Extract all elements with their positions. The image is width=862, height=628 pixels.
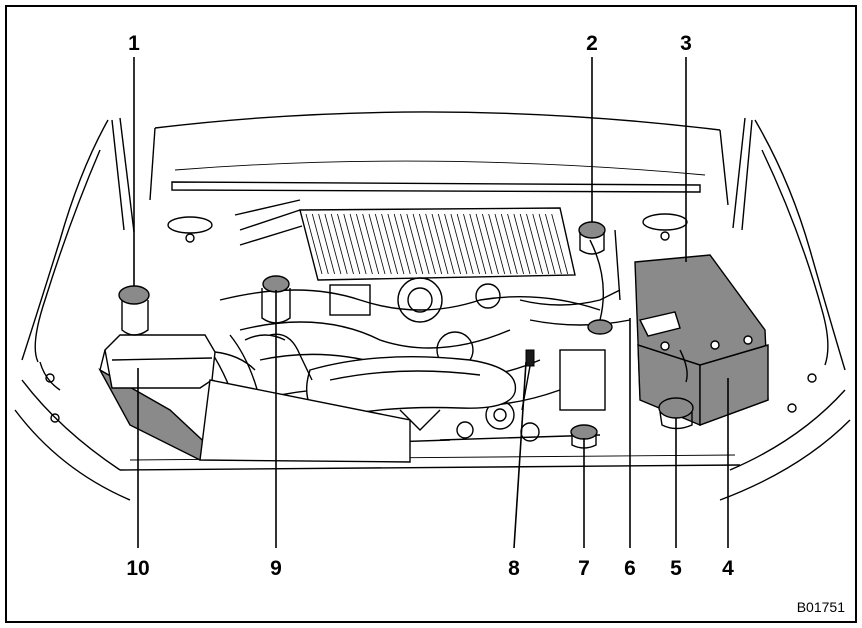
callout-2: 2 [586,32,598,55]
callout-6: 6 [624,557,636,580]
intercooler-fin [374,213,392,275]
callout-10: 10 [126,557,149,580]
intercooler-fin [387,213,405,275]
intercooler-fin [311,213,329,275]
intercooler-fin [500,213,518,275]
intercooler-fin [343,213,361,275]
intercooler-fin [545,213,562,275]
intercooler-fin [337,213,354,275]
intercooler-fin [406,213,424,275]
intercooler-fin [431,213,449,275]
intercooler-fin [437,213,455,275]
intercooler-fin [444,213,461,275]
intercooler-fin [419,213,436,275]
intercooler-fin [368,213,386,275]
intercooler-fin [456,213,474,275]
dipstick-8 [521,349,535,411]
vehicle-body [14,111,851,501]
intercooler-fin [538,213,556,275]
intercooler-fin [412,213,430,275]
cap-7 [570,424,598,449]
figure-code: B01751 [797,599,845,615]
cap-2 [578,221,606,255]
intercooler-fin [469,213,487,275]
intercooler-fin [400,213,417,275]
intercooler-fin [482,213,499,275]
intercooler [234,199,576,281]
callout-4: 4 [722,557,734,580]
intercooler-fin [318,213,335,275]
battery [634,254,769,427]
intercooler-fin [463,213,480,275]
callout-5: 5 [670,557,682,580]
intercooler-fin [349,213,367,275]
air-cleaner-box [98,334,411,463]
intercooler-fin [330,213,348,275]
intercooler-fin [488,213,506,275]
cap-1 [118,285,150,336]
intercooler-fin [532,213,550,275]
intercooler-fin [393,213,411,275]
intercooler-fin [305,213,323,275]
intercooler-fin [356,213,373,275]
callout-1: 1 [128,32,140,55]
callout-3: 3 [680,32,692,55]
intercooler-fin [324,213,342,275]
intercooler-fin [507,213,524,275]
figure-frame [5,5,857,623]
intercooler-fin [381,213,398,275]
intercooler-fin [513,213,531,275]
intercooler-fin [551,213,569,275]
callout-9: 9 [270,557,282,580]
callout-labels: 1 2 3 4 5 6 7 8 9 10 [126,32,734,580]
intercooler-fin [526,213,543,275]
callout-8: 8 [508,557,520,580]
intercooler-fin [494,213,512,275]
intercooler-fin [362,213,380,275]
cap-6 [587,319,613,335]
intercooler-fin [475,213,493,275]
leader-lines [133,57,729,549]
callout-7: 7 [578,557,590,580]
intercooler-fin [425,213,443,275]
intercooler-fin [519,213,537,275]
intercooler-fin [450,213,468,275]
